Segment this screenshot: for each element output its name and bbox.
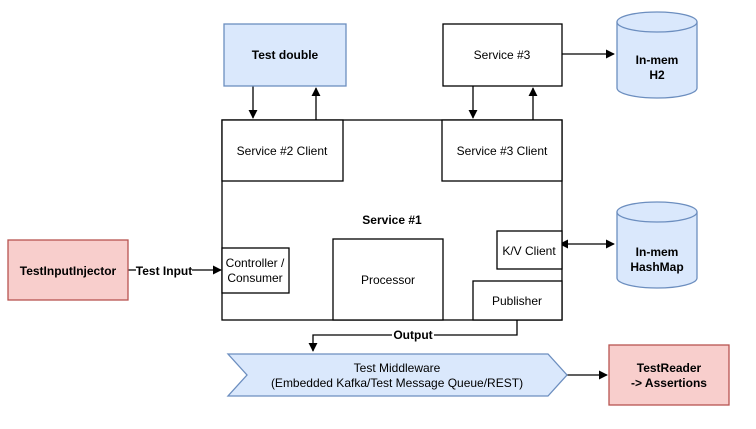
edge-label-output: Output xyxy=(392,328,434,342)
node-inmem-hashmap-cylinder: In-mem HashMap xyxy=(616,201,698,289)
node-service2-client: Service #2 Client xyxy=(221,119,344,182)
label-service3-client: Service #3 Client xyxy=(457,144,548,158)
node-test-input-injector: TestInputInjector xyxy=(7,239,129,301)
edge-label-test-input: Test Input xyxy=(136,263,192,278)
label-service2-client: Service #2 Client xyxy=(237,144,328,158)
label-kv-client: K/V Client xyxy=(502,244,556,258)
node-test-double: Test double xyxy=(223,23,347,87)
node-controller-consumer: Controller / Consumer xyxy=(221,247,290,294)
label-test-reader-line1: TestReader xyxy=(637,361,702,375)
label-test-input: Test Input xyxy=(136,264,192,278)
node-test-reader: TestReader -> Assertions xyxy=(608,344,730,406)
label-middleware-line1: Test Middleware xyxy=(354,361,441,375)
label-inmem-h2-line2: H2 xyxy=(649,68,665,82)
label-service3: Service #3 xyxy=(474,48,531,62)
node-processor: Processor xyxy=(332,238,444,321)
node-service3-client: Service #3 Client xyxy=(441,119,563,182)
label-inmem-hashmap-line1: In-mem xyxy=(636,245,679,259)
label-test-reader-line2: -> Assertions xyxy=(631,376,707,390)
node-inmem-h2-cylinder: In-mem H2 xyxy=(616,11,698,99)
node-test-middleware: Test Middleware (Embedded Kafka/Test Mes… xyxy=(226,353,568,397)
node-kv-client: K/V Client xyxy=(496,230,563,270)
label-inmem-h2-line1: In-mem xyxy=(636,53,679,67)
label-processor: Processor xyxy=(361,273,415,287)
label-inmem-hashmap-line2: HashMap xyxy=(630,260,683,274)
node-service3: Service #3 xyxy=(442,23,563,87)
label-service1: Service #1 xyxy=(362,213,422,227)
label-output: Output xyxy=(393,328,432,342)
label-controller-line2: Consumer xyxy=(227,271,282,285)
label-publisher: Publisher xyxy=(492,294,542,308)
label-test-input-injector: TestInputInjector xyxy=(20,264,117,278)
label-test-double: Test double xyxy=(252,48,319,62)
label-controller-line1: Controller / xyxy=(226,256,285,270)
node-publisher: Publisher xyxy=(472,280,563,321)
label-middleware-line2: (Embedded Kafka/Test Message Queue/REST) xyxy=(271,376,523,390)
